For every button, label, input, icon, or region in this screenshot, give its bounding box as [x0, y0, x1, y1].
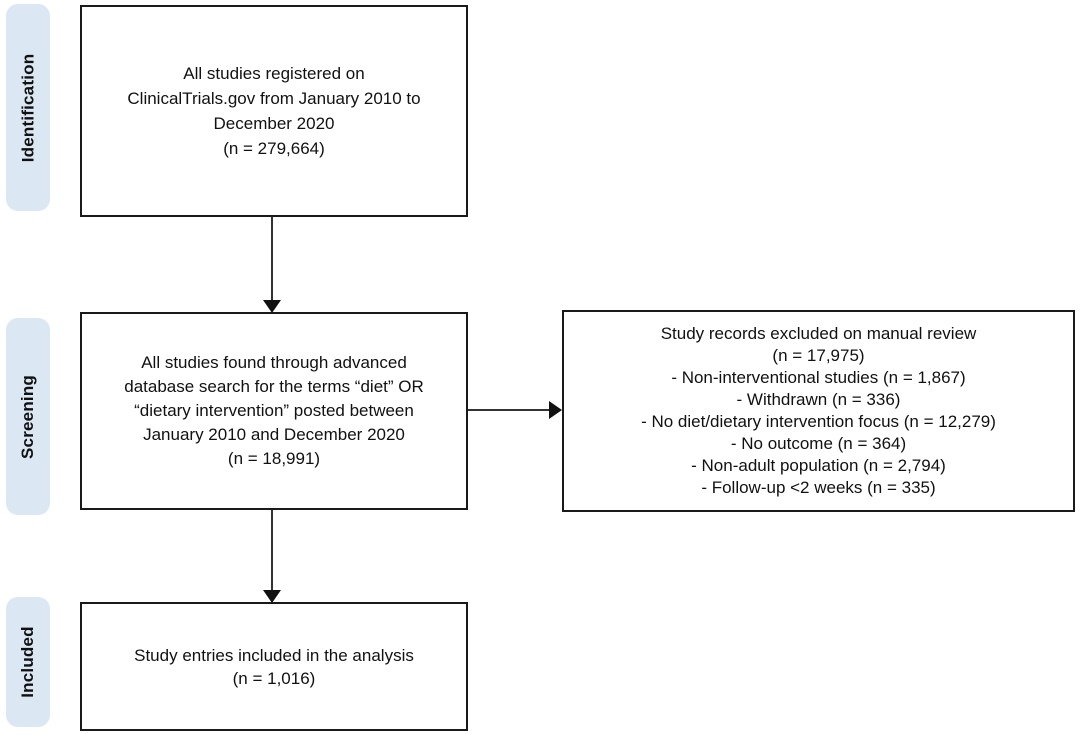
box-studies-searched: All studies found through advanced datab…: [80, 312, 468, 510]
arrow-registered-to-searched: [263, 217, 281, 313]
arrowhead-down-icon: [263, 300, 281, 313]
box-studies-registered: All studies registered on ClinicalTrials…: [80, 5, 468, 217]
stage-label-identification: Identification: [6, 4, 50, 211]
arrow-searched-to-included: [263, 510, 281, 603]
box-studies-registered-text: All studies registered on ClinicalTrials…: [127, 64, 421, 158]
box-studies-included-text: Study entries included in the analysis (…: [134, 645, 414, 688]
arrowhead-down-icon: [263, 590, 281, 603]
arrowhead-right-icon: [549, 401, 562, 419]
box-studies-included: Study entries included in the analysis (…: [80, 602, 468, 731]
stage-label-identification-text: Identification: [18, 53, 38, 162]
box-studies-searched-text: All studies found through advanced datab…: [124, 353, 424, 468]
stage-label-included-text: Included: [18, 626, 37, 698]
box-records-excluded: Study records excluded on manual review …: [562, 310, 1075, 512]
stage-label-screening-text: Screening: [18, 374, 37, 459]
stage-label-included: Included: [6, 597, 50, 727]
arrow-shaft: [271, 510, 273, 591]
arrow-shaft: [271, 217, 273, 301]
arrow-shaft: [468, 409, 550, 411]
box-records-excluded-text: Study records excluded on manual review …: [641, 324, 996, 497]
stage-label-screening: Screening: [6, 318, 50, 515]
arrow-searched-to-excluded: [468, 401, 562, 419]
